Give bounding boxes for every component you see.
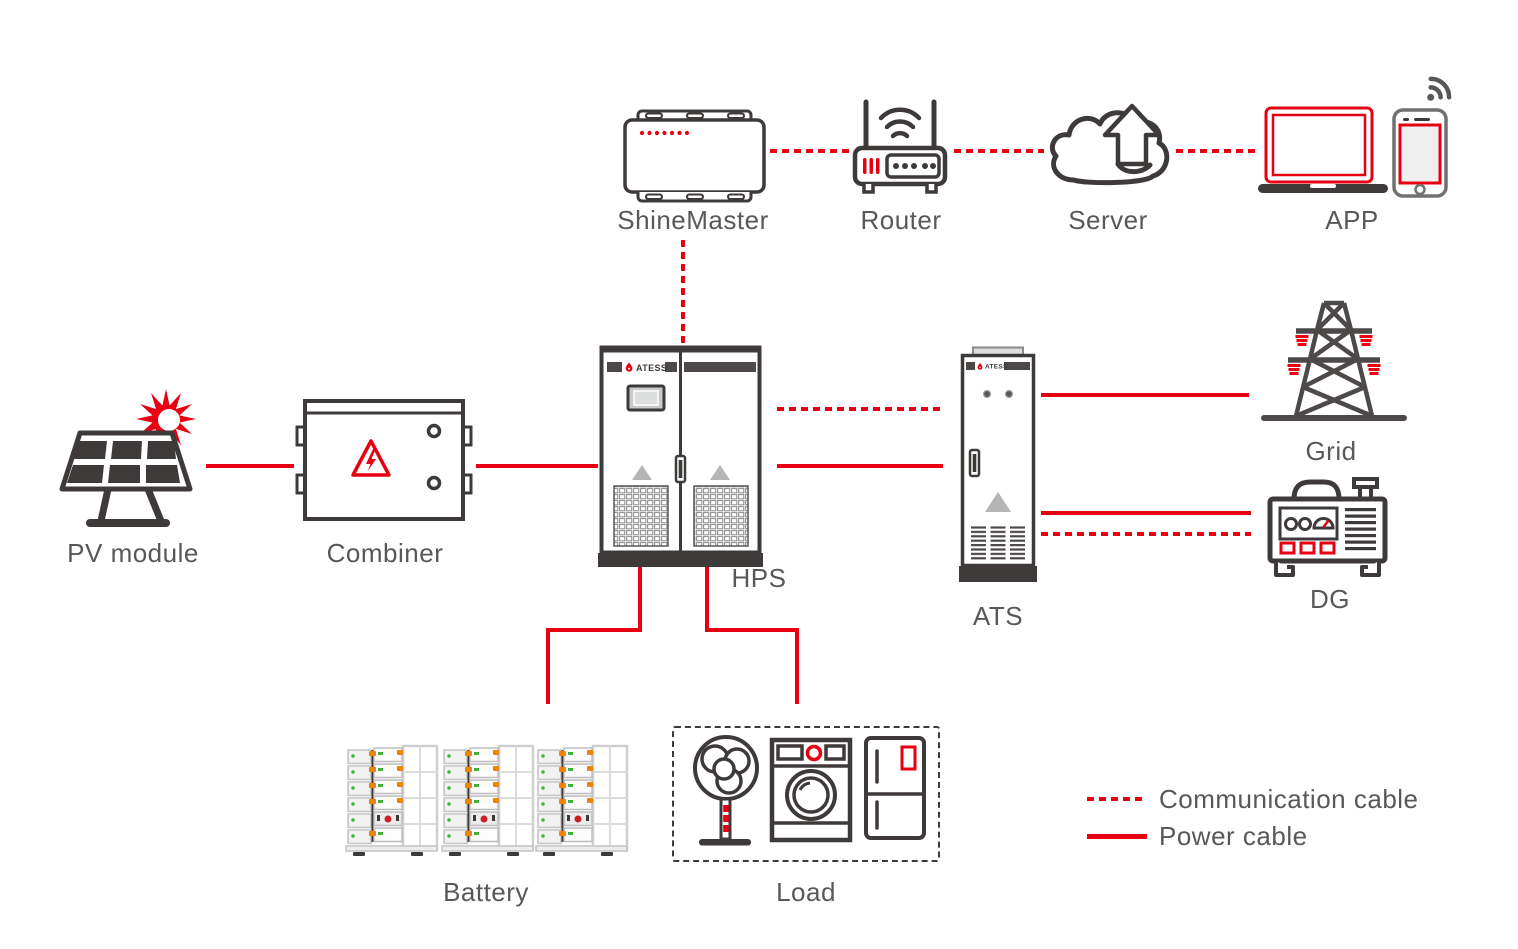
- hps-node: ATESS: [598, 344, 763, 568]
- cable-hps-ats-power: [777, 464, 943, 468]
- load-appliances-icon: [693, 735, 926, 846]
- battery-rack-icons: [345, 744, 629, 858]
- legend-power-label: Power cable: [1159, 821, 1308, 851]
- combiner-label: Combiner: [326, 538, 444, 568]
- router-node: [850, 92, 950, 204]
- ats-node: ATESS: [957, 346, 1039, 588]
- shinemaster-label: ShineMaster: [617, 205, 769, 235]
- cable-hps-battery-seg2: [546, 628, 642, 632]
- cable-hps-load-seg1: [705, 562, 709, 630]
- cable-ats-grid: [1041, 393, 1249, 397]
- refrigerator-icon: [864, 736, 926, 840]
- cable-hps-load-seg2: [705, 628, 799, 632]
- app-node: [1258, 72, 1454, 202]
- pv-module-label: PV module: [67, 538, 199, 568]
- cable-pv-combiner: [206, 464, 294, 468]
- hps-icon: ATESS: [598, 345, 763, 567]
- ats-brand-text: ATESS: [985, 364, 1008, 371]
- cable-hps-battery-seg1: [638, 562, 642, 630]
- router-icon: [852, 99, 948, 194]
- hps-label: HPS: [731, 563, 787, 593]
- legend-communication-label: Communication cable: [1159, 784, 1419, 814]
- load-label: Load: [776, 877, 836, 907]
- shinemaster-node: [622, 108, 767, 205]
- pv-module-icon: [59, 389, 196, 527]
- cable-server-app: [1176, 149, 1258, 153]
- legend-solid-swatch: [1087, 834, 1147, 839]
- cable-combiner-hps: [476, 464, 598, 468]
- cable-shinemaster-router: [770, 149, 852, 153]
- cable-shinemaster-hps: [681, 240, 685, 344]
- phone-icon: [1392, 108, 1448, 198]
- server-label: Server: [1068, 205, 1148, 235]
- hps-grille-left: [613, 485, 669, 547]
- grid-label: Grid: [1305, 436, 1357, 466]
- legend-dashed-swatch: [1087, 797, 1147, 801]
- battery-node: [345, 740, 633, 862]
- cable-router-server: [954, 149, 1044, 153]
- dg-label: DG: [1310, 584, 1350, 614]
- dg-node: [1266, 477, 1390, 583]
- hps-brand-text: ATESS: [636, 363, 667, 373]
- ats-icon: ATESS: [959, 346, 1037, 582]
- cable-hps-ats-comm: [777, 407, 943, 411]
- atess-flame-logo: [625, 362, 633, 372]
- ats-vent: [1010, 526, 1025, 560]
- shinemaster-led-dots: [639, 130, 690, 136]
- insulators: [1287, 335, 1381, 375]
- battery-label: Battery: [443, 877, 529, 907]
- cable-hps-battery-seg3: [546, 630, 550, 704]
- dg-generator-icon: [1267, 477, 1388, 577]
- hazard-triangle-icon: [351, 439, 391, 477]
- load-box: [672, 726, 940, 862]
- sun-icon: [136, 389, 196, 449]
- grid-tower-icon: [1261, 300, 1407, 421]
- atess-flame-logo-small: [977, 363, 983, 370]
- server-icon: [1049, 103, 1170, 186]
- fan-icon: [693, 735, 759, 846]
- combiner-icon: [295, 399, 473, 521]
- cable-hps-load-seg3: [795, 630, 799, 704]
- server-node: [1044, 98, 1176, 194]
- upload-arrow-icon: [1102, 103, 1162, 167]
- shinemaster-icon: [623, 109, 766, 203]
- laptop-icon: [1258, 106, 1388, 193]
- cable-ats-dg-power: [1041, 511, 1251, 515]
- ats-label: ATS: [972, 601, 1024, 631]
- cable-ats-dg-comm: [1041, 532, 1251, 536]
- hps-grille-right: [693, 485, 749, 547]
- app-icon: [1258, 76, 1452, 198]
- router-label: Router: [860, 205, 942, 235]
- wifi-signal-icon: [1427, 76, 1452, 101]
- ats-vent: [990, 526, 1006, 560]
- ats-vent: [971, 526, 986, 560]
- wifi-icon: [878, 107, 922, 139]
- pv-module-node: [48, 383, 210, 535]
- grid-node: [1260, 296, 1408, 431]
- app-label: APP: [1325, 205, 1379, 235]
- combiner-node: [293, 397, 475, 523]
- washing-machine-icon: [769, 737, 853, 843]
